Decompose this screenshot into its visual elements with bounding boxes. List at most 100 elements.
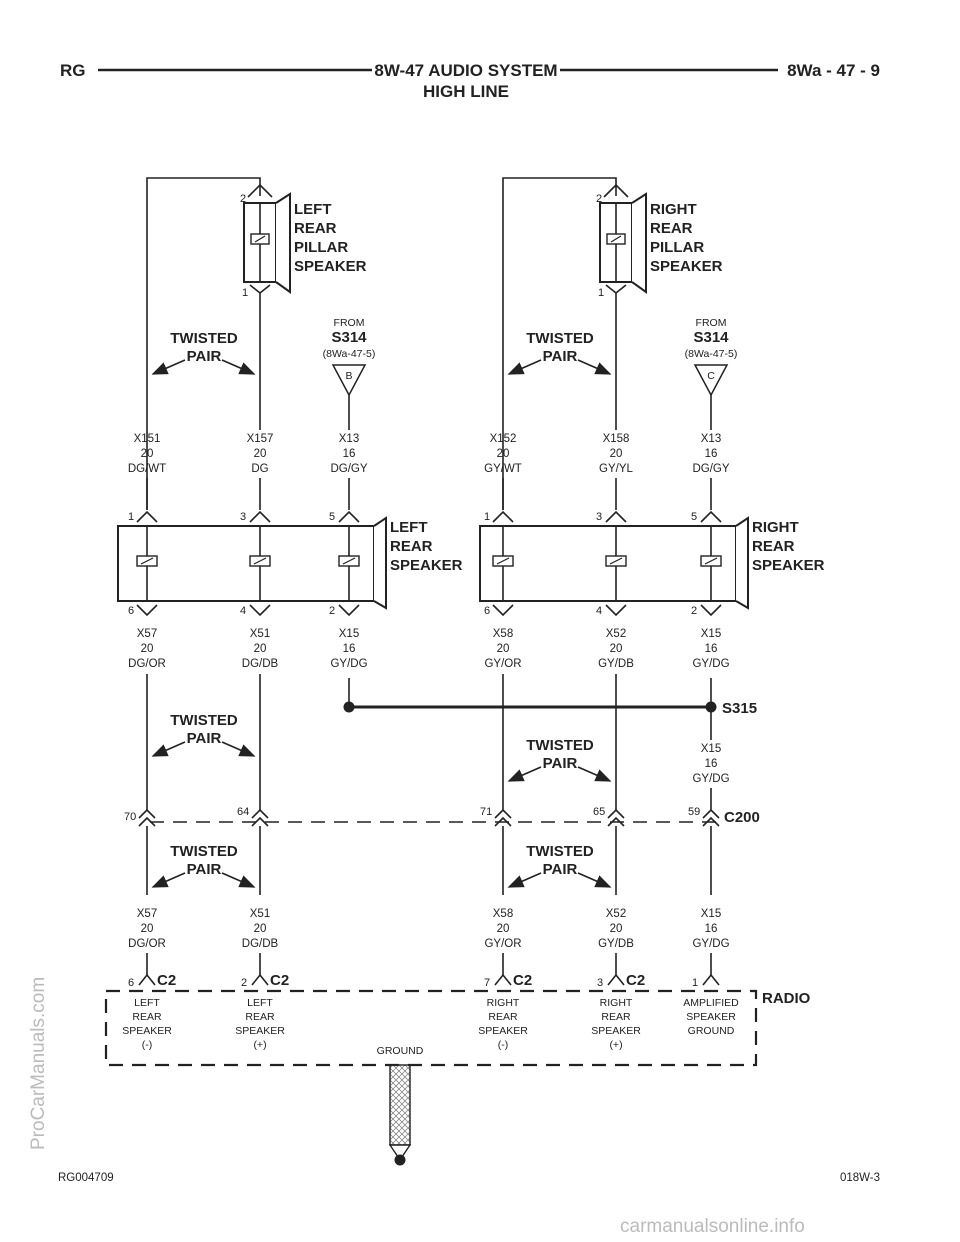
svg-text:REAR: REAR (390, 538, 433, 555)
svg-text:LEFT: LEFT (390, 519, 428, 536)
svg-text:GY/OR: GY/OR (484, 938, 521, 950)
svg-text:64: 64 (237, 806, 249, 818)
from-s314-right: FROM S314 (8Wa-47-5) C (685, 317, 738, 397)
wire-x151-loop (146, 177, 261, 510)
svg-text:DG/GY: DG/GY (692, 463, 729, 475)
twisted-pair-middle-left: TWISTED PAIR (151, 712, 256, 757)
svg-text:5: 5 (329, 511, 335, 523)
svg-text:X13: X13 (339, 433, 359, 445)
svg-text:X152: X152 (490, 433, 517, 445)
svg-text:PAIR: PAIR (187, 730, 222, 747)
svg-text:X52: X52 (606, 908, 626, 920)
svg-text:TWISTED: TWISTED (526, 843, 594, 860)
svg-text:B: B (345, 370, 352, 382)
svg-text:C200: C200 (724, 809, 760, 826)
svg-text:6: 6 (484, 605, 490, 617)
svg-text:(+): (+) (609, 1039, 622, 1051)
twisted-pair-upper-left: TWISTED PAIR (151, 330, 256, 375)
left-rear-pillar-speaker: 2 1 LEFT REAR PILLAR SPEAKER (240, 183, 367, 299)
svg-text:PAIR: PAIR (543, 755, 578, 772)
footer-code: 018W-3 (840, 1172, 880, 1184)
svg-text:16: 16 (705, 643, 718, 655)
splice-s315: S315 (343, 700, 757, 717)
svg-text:PAIR: PAIR (187, 348, 222, 365)
svg-text:X52: X52 (606, 628, 626, 640)
svg-text:X51: X51 (250, 628, 270, 640)
ground-braid (388, 1064, 412, 1166)
svg-text:REAR: REAR (294, 220, 337, 237)
wire-labels-middle: X57 20 DG/OR X51 20 DG/DB X15 16 GY/DG X… (128, 628, 729, 670)
svg-text:6: 6 (128, 977, 134, 989)
page-subtitle: HIGH LINE (423, 82, 509, 101)
svg-text:DG/DB: DG/DB (242, 658, 279, 670)
svg-text:S314: S314 (331, 329, 367, 346)
svg-text:(8Wa-47-5): (8Wa-47-5) (685, 348, 738, 360)
svg-text:65: 65 (593, 806, 605, 818)
svg-text:X157: X157 (247, 433, 274, 445)
radio: RADIO LEFT REAR SPEAKER (-) LEFT REAR SP… (104, 989, 811, 1067)
svg-text:GY/DB: GY/DB (598, 658, 634, 670)
header-left: RG (60, 61, 86, 80)
svg-text:REAR: REAR (601, 1011, 631, 1023)
svg-text:C2: C2 (157, 972, 176, 989)
page-title: 8W-47 AUDIO SYSTEM (374, 61, 557, 80)
svg-text:16: 16 (343, 643, 356, 655)
svg-text:C2: C2 (626, 972, 645, 989)
svg-text:3: 3 (596, 511, 602, 523)
svg-text:RIGHT: RIGHT (752, 519, 799, 536)
svg-text:20: 20 (497, 448, 510, 460)
svg-text:4: 4 (596, 605, 602, 617)
svg-text:X15: X15 (339, 628, 359, 640)
svg-text:1: 1 (128, 511, 134, 523)
wire-label-s315-c200: X15 16 GY/DG (692, 743, 729, 785)
svg-text:16: 16 (705, 448, 718, 460)
svg-text:FROM: FROM (696, 317, 727, 329)
svg-text:FROM: FROM (334, 317, 365, 329)
watermark-left: ProCarManuals.com (28, 977, 49, 1150)
svg-text:2: 2 (329, 605, 335, 617)
right-rear-pillar-speaker: 2 1 RIGHT REAR PILLAR SPEAKER (596, 183, 723, 299)
svg-text:20: 20 (610, 448, 623, 460)
svg-text:SPEAKER: SPEAKER (591, 1025, 641, 1037)
svg-text:SPEAKER: SPEAKER (122, 1025, 172, 1037)
svg-text:C: C (707, 370, 715, 382)
svg-text:DG/GY: DG/GY (330, 463, 367, 475)
from-s314-left: FROM S314 (8Wa-47-5) B (323, 317, 376, 397)
svg-text:REAR: REAR (488, 1011, 518, 1023)
svg-text:X13: X13 (701, 433, 721, 445)
svg-text:SPEAKER: SPEAKER (752, 557, 825, 574)
svg-text:GROUND: GROUND (377, 1045, 424, 1057)
svg-text:REAR: REAR (752, 538, 795, 555)
svg-text:20: 20 (141, 923, 154, 935)
svg-text:GY/OR: GY/OR (484, 658, 521, 670)
svg-text:3: 3 (597, 977, 603, 989)
svg-text:GY/YL: GY/YL (599, 463, 633, 475)
wire-x152-loop (502, 177, 617, 510)
svg-text:DG/OR: DG/OR (128, 938, 166, 950)
svg-text:20: 20 (254, 448, 267, 460)
svg-text:20: 20 (254, 923, 267, 935)
svg-text:6: 6 (128, 605, 134, 617)
svg-text:20: 20 (610, 923, 623, 935)
svg-text:GY/DG: GY/DG (692, 658, 729, 670)
svg-text:3: 3 (240, 511, 246, 523)
radio-c2-pins: 6 2 7 3 1 C2 C2 C2 C2 (128, 972, 720, 989)
page-header: RG 8W-47 AUDIO SYSTEM HIGH LINE 8Wa - 47… (60, 61, 880, 101)
svg-text:(-): (-) (498, 1039, 509, 1051)
svg-text:REAR: REAR (245, 1011, 275, 1023)
svg-text:X57: X57 (137, 908, 157, 920)
svg-text:DG/DB: DG/DB (242, 938, 279, 950)
svg-text:X57: X57 (137, 628, 157, 640)
svg-text:RIGHT: RIGHT (650, 201, 697, 218)
svg-text:16: 16 (705, 923, 718, 935)
svg-text:PAIR: PAIR (187, 861, 222, 878)
svg-text:DG/WT: DG/WT (128, 463, 166, 475)
svg-text:REAR: REAR (132, 1011, 162, 1023)
svg-text:X51: X51 (250, 908, 270, 920)
svg-text:(8Wa-47-5): (8Wa-47-5) (323, 348, 376, 360)
svg-text:20: 20 (254, 643, 267, 655)
svg-text:X15: X15 (701, 628, 721, 640)
svg-text:2: 2 (240, 193, 246, 205)
svg-text:C2: C2 (270, 972, 289, 989)
